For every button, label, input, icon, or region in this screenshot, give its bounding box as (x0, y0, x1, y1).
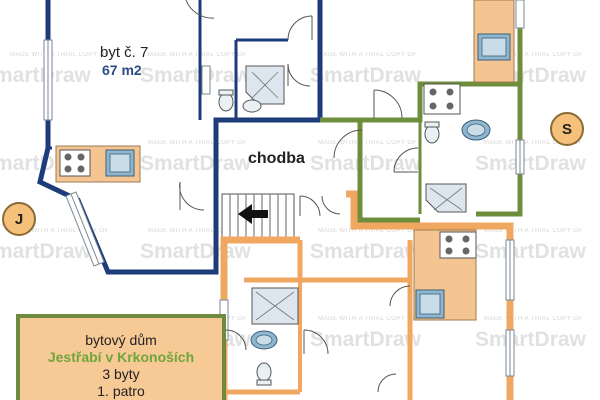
watermark-notice: MADE WITH A TRIAL COPY OF (10, 228, 109, 234)
watermark-notice: MADE WITH A TRIAL COPY OF (148, 52, 247, 58)
apartment-orange-kitchen (413, 229, 477, 321)
watermark-brand: SmartDraw (140, 152, 251, 175)
apartment-s-kitchen (423, 0, 515, 115)
watermark-brand: SmartDraw (0, 240, 91, 263)
watermark-notice: MADE WITH A TRIAL COPY OF (318, 140, 417, 146)
compass-south-marker: S (550, 112, 584, 146)
watermark-brand: SmartDraw (310, 328, 421, 351)
watermark-notice: MADE WITH A TRIAL COPY OF (148, 228, 247, 234)
watermark-brand: SmartDraw (310, 240, 421, 263)
apartment-7-doors (179, 0, 313, 211)
arrow-left-icon (238, 204, 252, 224)
apartment-s-bathroom (424, 119, 491, 213)
apartment-orange-doors (225, 285, 411, 393)
corridor-doors (299, 195, 341, 217)
watermark-notice: MADE WITH A TRIAL COPY OF (10, 52, 109, 58)
watermark-notice: MADE WITH A TRIAL COPY OF (318, 228, 417, 234)
watermark-brand: SmartDraw (475, 240, 586, 263)
compass-north-label: J (14, 210, 24, 228)
staircase (221, 193, 295, 239)
watermark-notice: MADE WITH A TRIAL COPY OF (484, 140, 583, 146)
watermark-notice: MADE WITH A TRIAL COPY OF (148, 140, 247, 146)
watermark-brand: SmartDraw (140, 64, 251, 87)
watermark-brand: SmartDraw (310, 152, 421, 175)
apartment-orange-bathroom (250, 287, 299, 386)
apartment-7-windows (43, 39, 211, 267)
watermark-notice: MADE WITH A TRIAL COPY OF (484, 228, 583, 234)
building-info-box: bytový dům Jestřabí v Krkonoších 3 byty … (16, 314, 226, 400)
info-building-type: bytový dům (85, 332, 157, 348)
apartment-s-walls (320, 0, 523, 223)
info-floor: 1. patro (97, 383, 145, 399)
apartment-7-bathroom (218, 65, 285, 113)
watermark-notice: MADE WITH A TRIAL COPY OF (484, 316, 583, 322)
apartment-7-kitchen (55, 145, 141, 183)
compass-north-marker: J (2, 202, 36, 236)
apartment-area: 67 m2 (102, 62, 142, 78)
apartment-7-walls (37, 0, 323, 275)
watermark-brand: SmartDraw (475, 328, 586, 351)
info-unit-count: 3 byty (102, 366, 140, 382)
apartment-s-windows (515, 0, 525, 175)
compass-south-label: S (561, 120, 572, 138)
info-location: Jestřabí v Krkonoších (47, 349, 195, 365)
corridor-label: chodba (248, 150, 305, 167)
watermark-brand: SmartDraw (310, 64, 421, 87)
watermark-brand: SmartDraw (475, 152, 586, 175)
apartment-name: byt č. 7 (100, 44, 149, 61)
apartment-s-doors (333, 89, 419, 173)
watermark-notice: MADE WITH A TRIAL COPY OF (484, 52, 583, 58)
watermark-notice: MADE WITH A TRIAL COPY OF (318, 316, 417, 322)
watermark-notice: MADE WITH A TRIAL COPY OF (318, 52, 417, 58)
